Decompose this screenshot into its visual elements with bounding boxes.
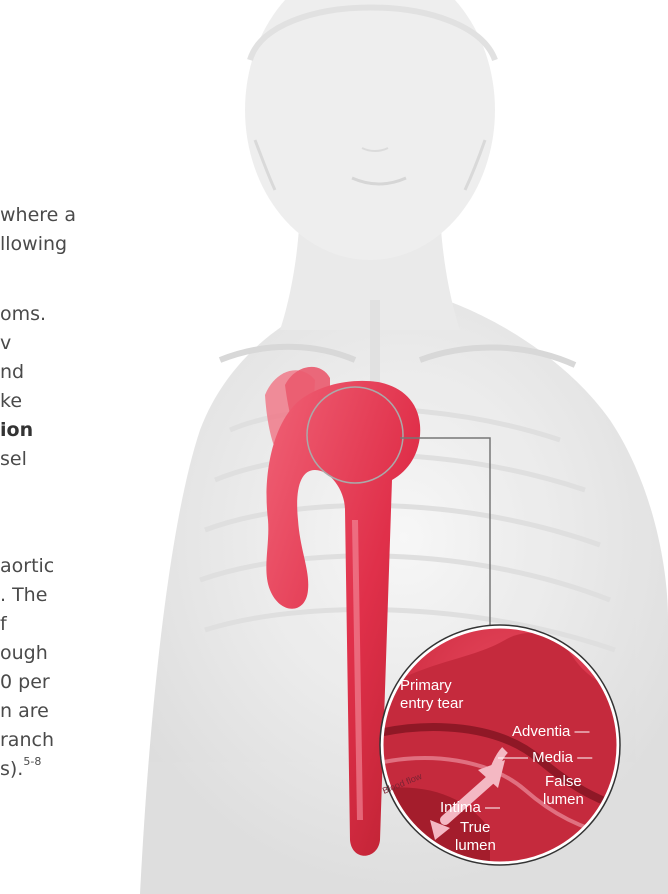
- text-line: where a: [0, 201, 76, 229]
- text-line: v: [0, 329, 11, 357]
- text-line: f: [0, 610, 7, 638]
- text-line: nd: [0, 358, 24, 386]
- text-line: . The: [0, 581, 47, 609]
- text-line: ough: [0, 639, 48, 667]
- text-line: oms.: [0, 300, 46, 328]
- citation-superscript: 5-8: [23, 755, 41, 768]
- text-line-bold: ion: [0, 416, 33, 444]
- text-line-last-text: s).: [0, 758, 23, 780]
- text-line: llowing: [0, 230, 67, 258]
- text-line: n are: [0, 697, 49, 725]
- text-line: ranch: [0, 726, 54, 754]
- text-line-last: s).5-8: [0, 755, 41, 783]
- text-line: aortic: [0, 552, 54, 580]
- text-line: sel: [0, 445, 27, 473]
- text-line: 0 per: [0, 668, 50, 696]
- text-line: ke: [0, 387, 22, 415]
